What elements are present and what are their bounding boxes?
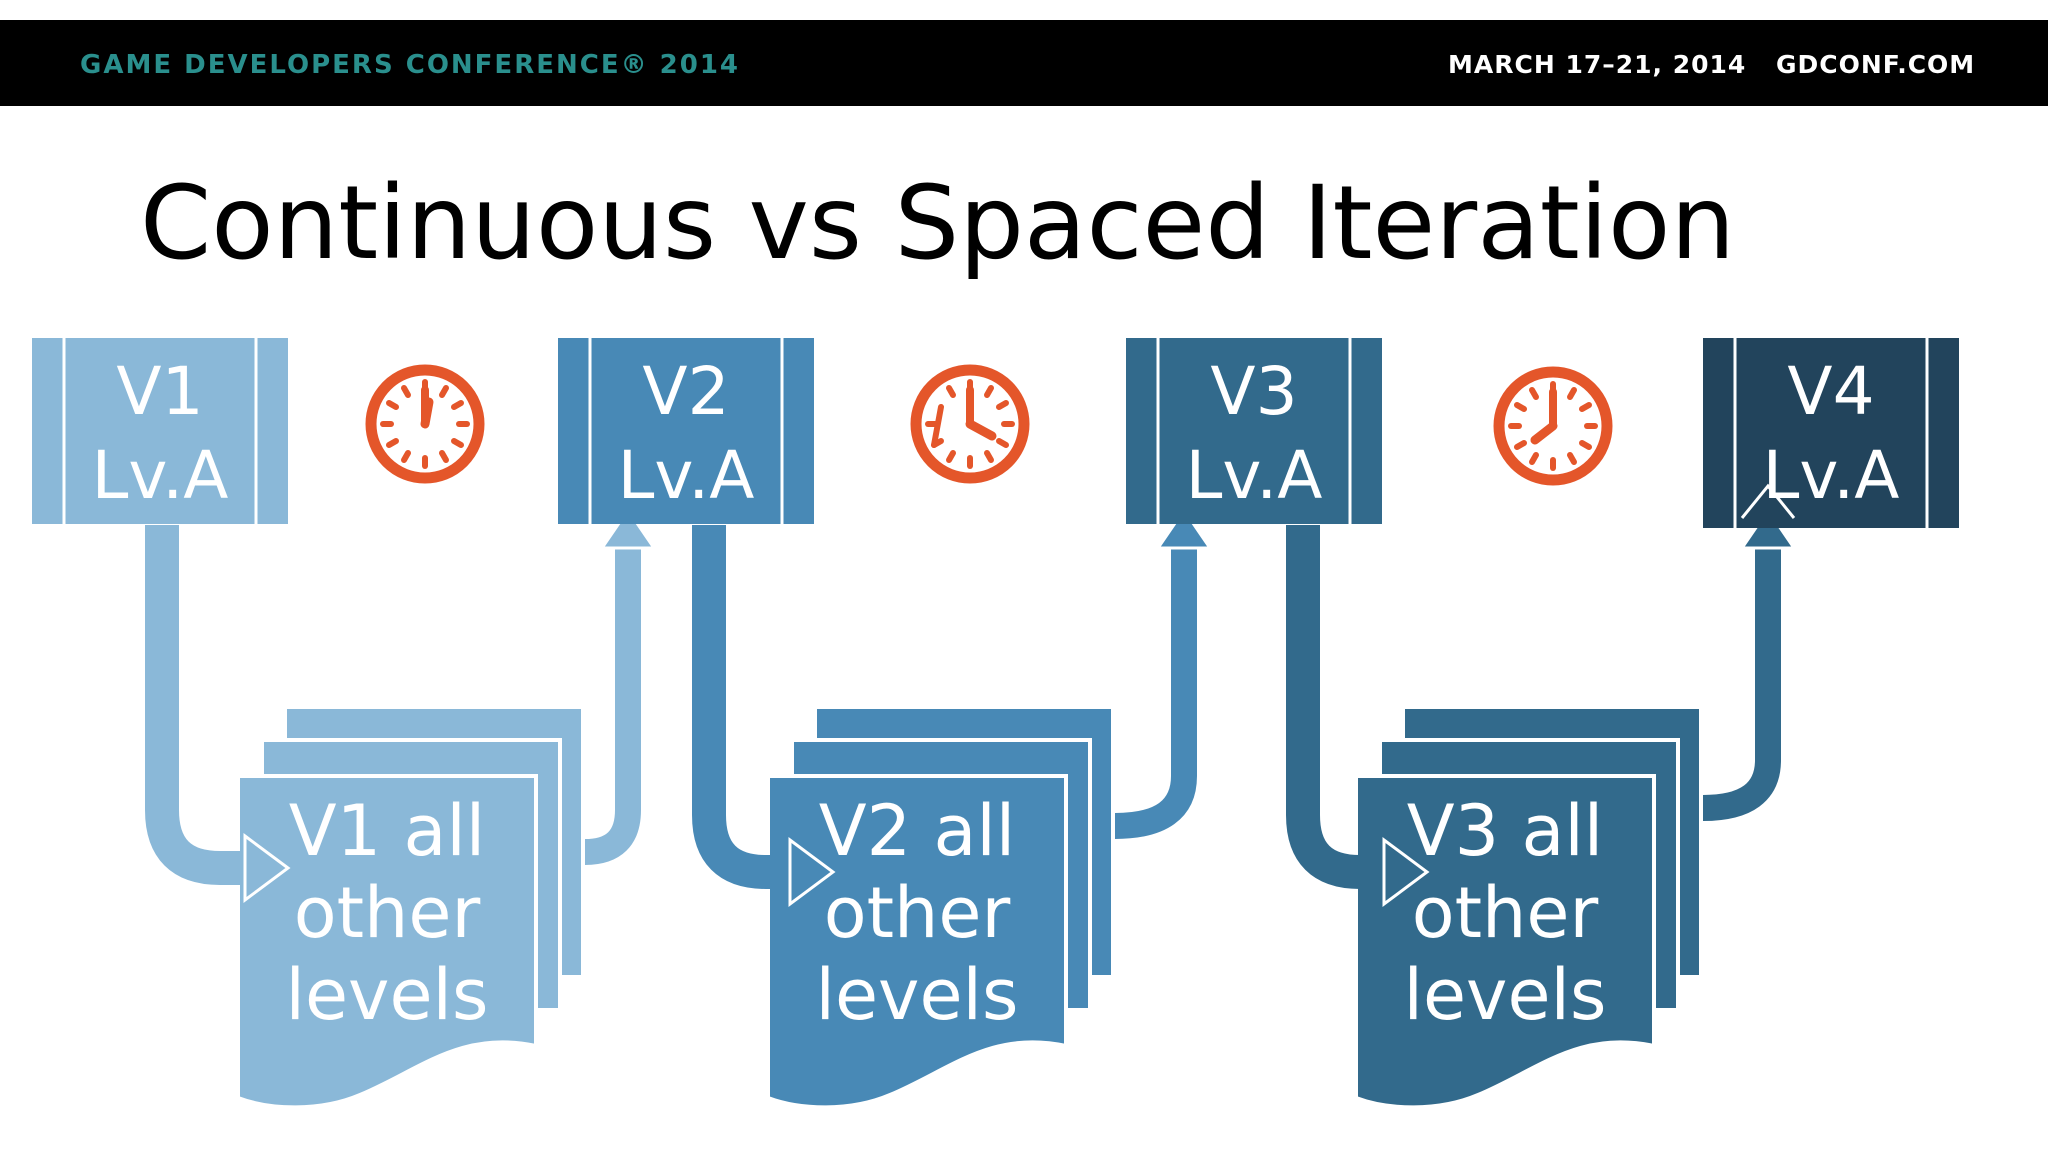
header-bar: GAME DEVELOPERS CONFERENCE® 2014 MARCH 1… (0, 20, 2048, 106)
version-label-v1: V1 Lv.A (58, 350, 262, 518)
clock-icon (1493, 366, 1613, 486)
version-label-v3: V3 Lv.A (1152, 350, 1356, 518)
levels-line: V3 all (1406, 790, 1604, 872)
arrow-levels-to-v2 (584, 507, 657, 865)
levels-line: levels (285, 954, 489, 1036)
levels-line: other (293, 872, 481, 954)
level-stack-v3 (1354, 705, 1703, 1110)
version-box-v4 (1703, 338, 1959, 528)
version-number: V1 (116, 353, 204, 430)
arrow-v3-to-levels (1286, 525, 1430, 907)
level-stack-v1 (236, 705, 585, 1110)
arrow-levels-to-v3 (1114, 507, 1213, 839)
levels-line: other (823, 872, 1011, 954)
version-box-v2 (558, 338, 814, 524)
version-label-v4: V4 Lv.A (1729, 350, 1933, 518)
levels-line: V1 all (288, 790, 486, 872)
level-name: Lv.A (617, 437, 755, 514)
level-name: Lv.A (91, 437, 229, 514)
arrow-levels-to-v4 (1702, 507, 1797, 821)
version-box-v3 (1126, 338, 1382, 524)
level-stack-v2 (766, 705, 1115, 1110)
arrow-v2-to-levels (692, 525, 836, 907)
levels-line: levels (1403, 954, 1607, 1036)
levels-line: levels (815, 954, 1019, 1036)
slide-title: Continuous vs Spaced Iteration (140, 164, 1736, 283)
levels-label-v2: V2 all other levels (767, 790, 1067, 1036)
clock-icon (365, 364, 485, 484)
conference-name: GAME DEVELOPERS CONFERENCE® 2014 (80, 50, 740, 80)
version-number: V2 (642, 353, 730, 430)
arrow-v1-to-levels (145, 525, 291, 903)
level-name: Lv.A (1185, 437, 1323, 514)
level-name: Lv.A (1762, 437, 1900, 514)
conference-dates: MARCH 17–21, 2014 (1448, 50, 1747, 79)
levels-label-v3: V3 all other levels (1355, 790, 1655, 1036)
clock-icon (910, 364, 1030, 484)
levels-line: V2 all (818, 790, 1016, 872)
conference-website: GDCONF.COM (1776, 50, 1976, 79)
version-box-v1 (32, 338, 288, 524)
version-number: V4 (1787, 353, 1875, 430)
levels-label-v1: V1 all other levels (237, 790, 537, 1036)
levels-line: other (1411, 872, 1599, 954)
version-number: V3 (1210, 353, 1298, 430)
version-label-v2: V2 Lv.A (584, 350, 788, 518)
